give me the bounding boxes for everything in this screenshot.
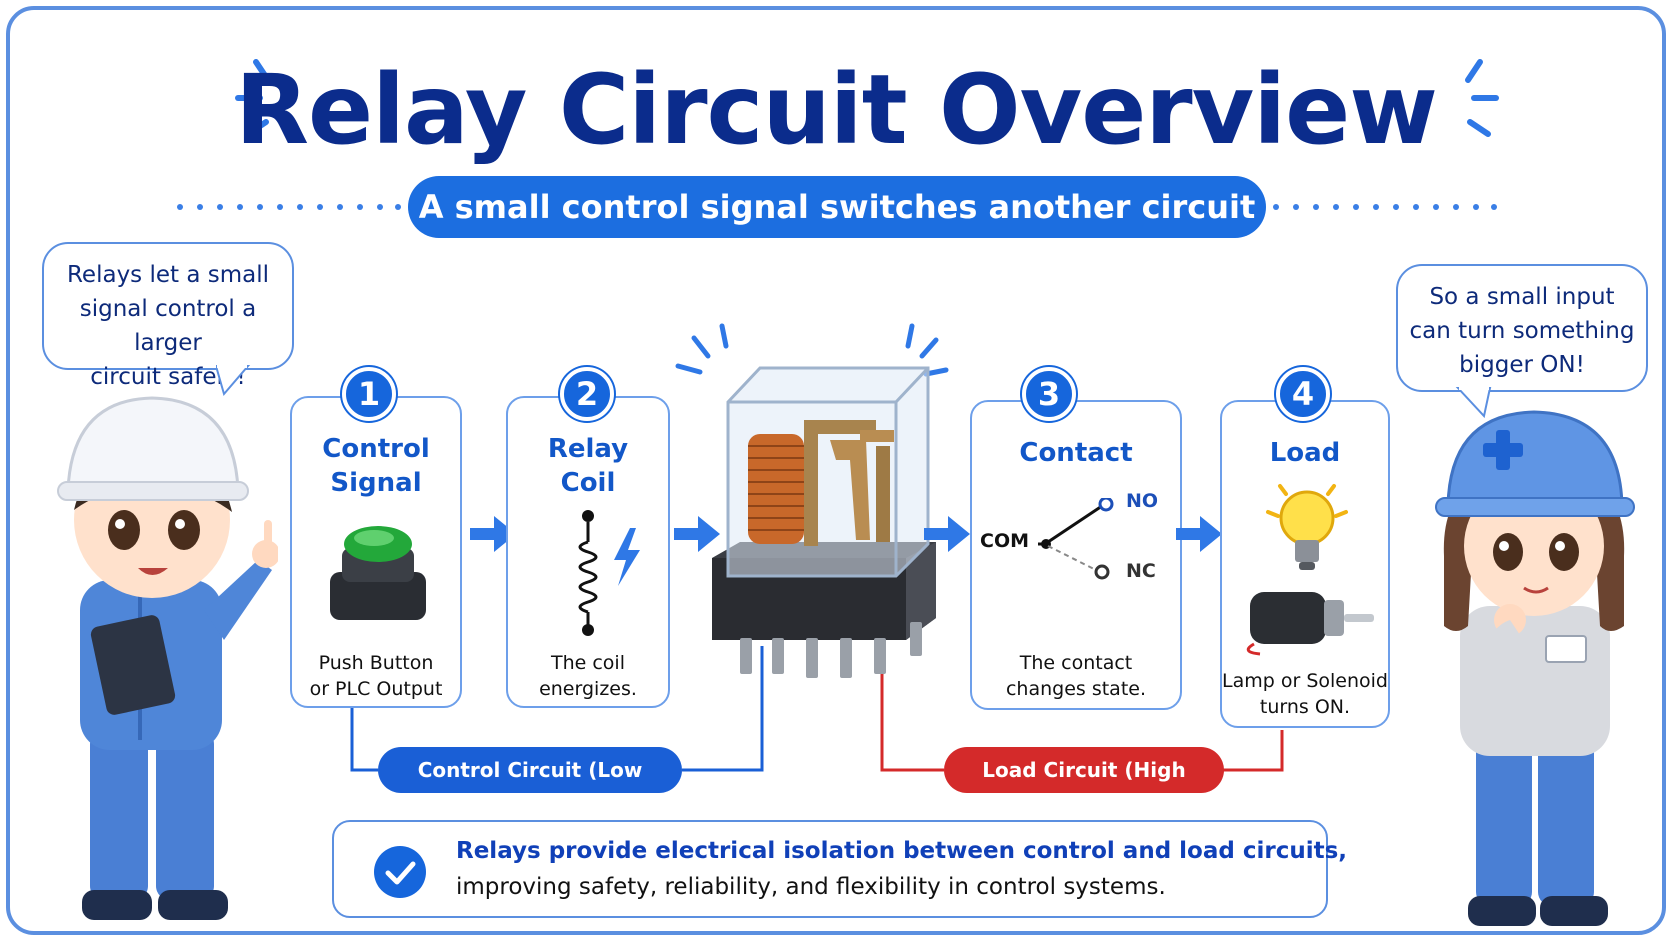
step-1-desc-line-1: Push Button <box>318 652 434 674</box>
engineer-right-illustration <box>1435 410 1635 926</box>
isolation-note: Relays provide electrical isolation betw… <box>332 820 1347 918</box>
note-line-2: improving safety, reliability, and flexi… <box>456 874 1166 900</box>
flow-arrow-3 <box>924 516 970 552</box>
pin-label-com: COM <box>980 530 1030 552</box>
step-3-badge: 3 <box>1022 367 1076 421</box>
step-card-contact: Contact COM NO NC The contact changes st… <box>970 400 1182 710</box>
title-sparkle-left <box>235 59 271 137</box>
diagram-frame: Relay Circuit Overview A small control s… <box>6 6 1666 935</box>
flow-arrow-1 <box>470 516 516 552</box>
step-2-desc-line-2: energizes. <box>539 678 637 700</box>
lamp-icon <box>1266 484 1348 570</box>
control-circuit-label: Control Circuit (Low Power) <box>378 747 682 828</box>
speech-bubble-right: So a small input can turn something bigg… <box>1396 264 1648 392</box>
solenoid-icon <box>1246 592 1374 656</box>
step-3-title: Contact <box>1019 438 1133 468</box>
page-title: Relay Circuit Overview <box>235 54 1438 166</box>
title-sparkle-right <box>1465 59 1499 137</box>
step-4-desc-line-1: Lamp or Solenoid <box>1222 670 1388 692</box>
control-wire-right <box>682 646 764 772</box>
bubble-right-line-3: bigger ON! <box>1459 352 1585 378</box>
step-3-desc-line-1: The contact <box>1019 652 1133 674</box>
bubble-right-line-1: So a small input <box>1429 284 1615 310</box>
subtitle-dots-left <box>177 204 401 210</box>
push-button-icon <box>330 526 426 620</box>
relay-sparkle-left <box>675 323 729 375</box>
step-2-badge: 2 <box>560 367 614 421</box>
subtitle-dots-right <box>1273 204 1497 210</box>
relay-illustration <box>712 366 936 678</box>
step-4-title: Load <box>1269 438 1341 468</box>
speech-bubble-left-tail <box>216 364 251 397</box>
step-4-badge: 4 <box>1276 367 1330 421</box>
switch-contact-icon <box>1038 498 1114 580</box>
bubble-left-line-1: Relays let a small <box>66 262 270 288</box>
load-wire-left <box>880 646 944 772</box>
flow-arrow-2 <box>674 516 720 552</box>
step-1-title-line-1: Control <box>322 434 430 464</box>
check-icon <box>374 846 426 898</box>
load-wire-right <box>1222 730 1284 772</box>
engineer-left-illustration <box>57 396 278 920</box>
step-2-title-line-2: Coil <box>560 468 616 498</box>
coil-icon <box>578 510 640 636</box>
step-1-desc-line-2: or PLC Output <box>309 678 443 700</box>
step-card-load: Load Lamp or Solenoid turns ON. <box>1220 400 1390 728</box>
subtitle-pill: A small control signal switches another … <box>408 176 1266 238</box>
pin-label-nc: NC <box>1126 560 1156 582</box>
step-2-title-line-1: Relay <box>547 434 629 464</box>
step-4-desc-line-2: turns ON. <box>1259 696 1351 718</box>
pin-label-no: NO <box>1126 490 1159 512</box>
step-1-badge: 1 <box>342 367 396 421</box>
bubble-right-line-2: can turn something <box>1409 318 1635 344</box>
step-1-title-line-2: Signal <box>330 468 422 498</box>
speech-bubble-left: Relays let a small signal control a larg… <box>42 242 294 390</box>
step-2-desc-line-1: The coil <box>550 652 625 674</box>
bubble-left-line-2: signal control a larger <box>79 296 257 356</box>
wires-layer <box>235 59 1499 772</box>
speech-bubble-right-tail <box>1455 386 1492 419</box>
step-3-desc-line-2: changes state. <box>1005 678 1147 700</box>
step-card-relay-coil: Relay Coil The coil energizes. <box>506 396 670 708</box>
step-card-control-signal: Control Signal Push Button or PLC Output <box>290 396 462 708</box>
control-wire-left <box>350 708 378 772</box>
flow-arrow-4 <box>1176 516 1222 552</box>
note-line-1: Relays provide electrical isolation betw… <box>456 838 1348 864</box>
load-circuit-label: Load Circuit (High Power) <box>944 747 1224 828</box>
